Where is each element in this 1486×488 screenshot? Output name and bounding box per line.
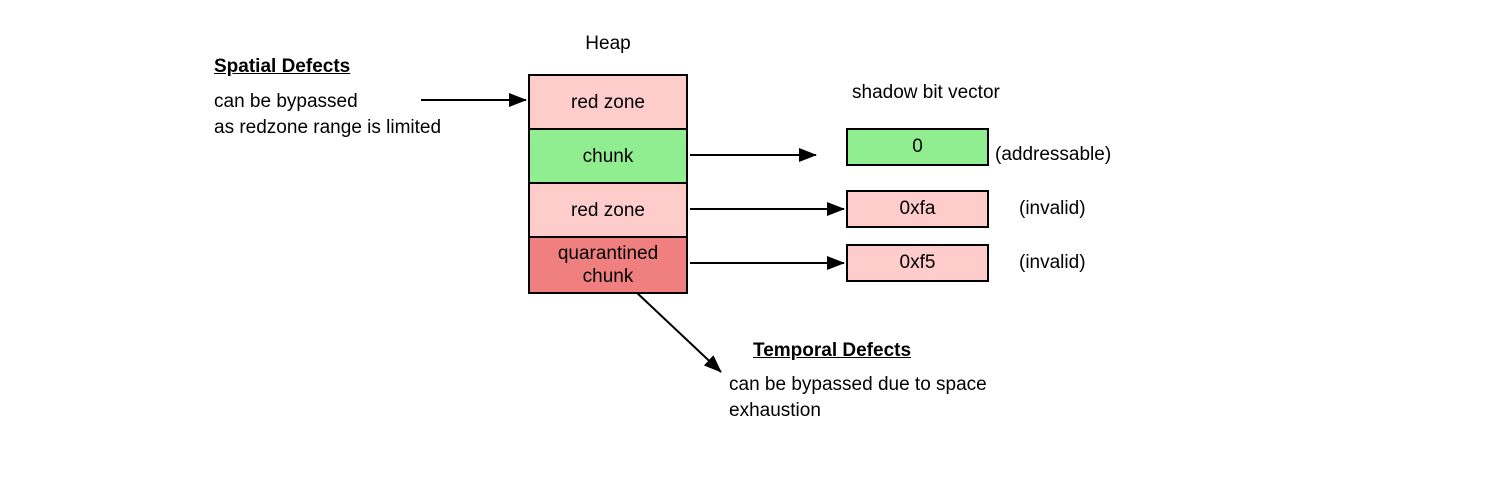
heap-cell-label: quarantined chunk (557, 243, 659, 287)
shadow-box-value: 0xf5 (899, 252, 936, 273)
spatial-defects-body-line2: as redzone range is limited (214, 117, 442, 138)
heap-cell-label: red zone (571, 91, 645, 113)
shadow-box-value: 0 (912, 136, 923, 157)
annotation-temporal-defects: Temporal Defects (753, 340, 911, 362)
temporal-defects-body-line1: can be bypassed due to space (729, 374, 987, 395)
shadow-bit-vector-title: shadow bit vector (852, 82, 1000, 103)
arrow-quarantined-to-temporal (633, 289, 722, 373)
heap-stack: red zone chunk red zone quarantined chun… (528, 74, 688, 294)
temporal-defects-body-line2: exhaustion (729, 400, 821, 421)
shadow-note-invalid-0xf5: (invalid) (1019, 252, 1086, 273)
heap-cell-label: red zone (571, 199, 645, 221)
annotation-spatial-defects: Spatial Defects can be bypassed as redzo… (214, 56, 441, 141)
shadow-box-invalid-0xfa[interactable]: 0xfa (846, 190, 989, 228)
shadow-box-invalid-0xf5[interactable]: 0xf5 (846, 244, 989, 282)
heap-cell-label: chunk (582, 145, 634, 167)
shadow-note-invalid-0xfa: (invalid) (1019, 198, 1086, 219)
shadow-box-addressable[interactable]: 0 (846, 128, 989, 166)
spatial-defects-body-line1: can be bypassed (214, 91, 358, 112)
shadow-note-addressable: (addressable) (995, 144, 1112, 165)
heap-title: Heap (585, 33, 631, 54)
heap-cell-red-zone-bottom[interactable]: red zone (530, 184, 686, 238)
heap-cell-quarantined-chunk[interactable]: quarantined chunk (530, 238, 686, 292)
temporal-defects-title: Temporal Defects (753, 340, 912, 361)
spatial-defects-title: Spatial Defects (214, 56, 351, 77)
heap-cell-red-zone-top[interactable]: red zone (530, 76, 686, 130)
shadow-box-value: 0xfa (899, 198, 936, 219)
heap-cell-chunk[interactable]: chunk (530, 130, 686, 184)
annotation-temporal-defects-body: can be bypassed due to space exhaustion (729, 372, 987, 424)
